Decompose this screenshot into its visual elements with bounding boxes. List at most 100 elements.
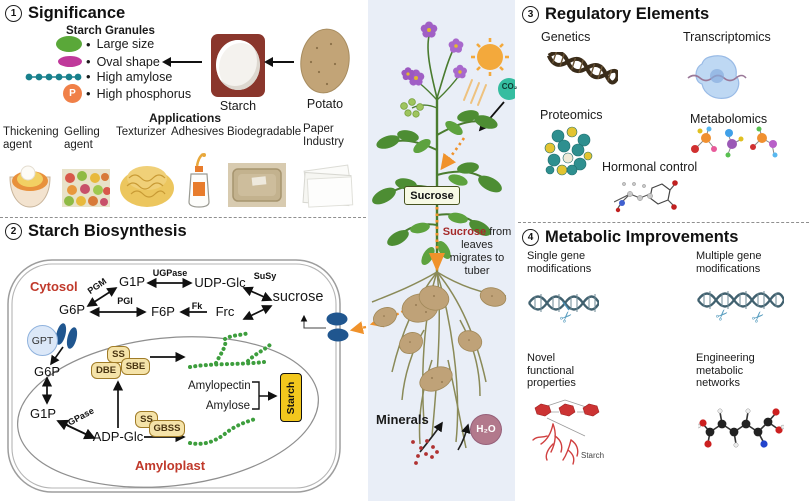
protein-structure-icon	[544, 126, 593, 176]
adp-glc-label: ADP-Glc	[92, 429, 144, 444]
potato-image	[300, 28, 350, 94]
panel-number-4: 4	[522, 229, 539, 246]
starch-granules-title: Starch Granules	[66, 25, 155, 37]
starch-to-granules-arrow	[162, 55, 202, 68]
application-label-paper: Paper Industry	[303, 123, 344, 148]
sun-icon	[463, 38, 509, 106]
potato-tubers	[373, 285, 507, 392]
minerals-label: Minerals	[376, 412, 429, 427]
rna-polymerase-icon	[687, 55, 747, 99]
sbe-enzyme-badge: SBE	[121, 358, 150, 375]
granule-item-large: • Large size	[20, 36, 154, 52]
application-label-texturizer: Texturizer	[116, 126, 166, 138]
gelling-agent-image	[62, 169, 110, 207]
large-granule-icon	[56, 36, 82, 52]
metabolite-molecules-icon	[691, 126, 778, 158]
potato-plant-illustration	[369, 21, 515, 465]
fk-enzyme-label: Fk	[191, 301, 203, 311]
starch-image-label: Starch	[219, 99, 257, 113]
application-label-adhesives: Adhesives	[171, 126, 225, 138]
regulatory-title: 3 Regulatory Elements	[522, 5, 709, 24]
genetics-label: Genetics	[541, 30, 591, 44]
amylose-chain-icon	[188, 417, 257, 446]
significance-title: 1 Significance	[5, 4, 125, 23]
texturizer-image	[120, 166, 174, 207]
amylose-label: Amylose	[205, 400, 250, 412]
left-panel-divider	[0, 217, 366, 218]
sucrose-box: Sucrose	[404, 186, 460, 205]
dbe-enzyme-badge: DBE	[91, 362, 121, 379]
single-gene-label: Single gene modifications	[527, 250, 592, 275]
oval-granule-icon	[58, 56, 82, 67]
sucrose-label: sucrose	[272, 289, 324, 305]
g1p-cytosol-label: G1P	[118, 274, 145, 289]
application-label-thickening: Thickening agent	[3, 126, 59, 151]
biosynthesis-title: 2 Starch Biosynthesis	[5, 222, 187, 241]
gpt-transporter-icon	[55, 323, 78, 349]
co2-circle	[498, 78, 515, 100]
berries-icon	[400, 98, 424, 118]
engineering-networks-label: Engineering metabolic networks	[696, 352, 755, 389]
multiple-gene-label: Multiple gene modifications	[696, 250, 762, 275]
panel-number-1: 1	[5, 5, 22, 22]
paper-industry-image	[302, 164, 354, 208]
granule-item-amylose: • High amylose	[20, 69, 172, 84]
panel-number-3: 3	[522, 6, 539, 23]
mineral-dots	[411, 439, 439, 465]
proteomics-label: Proteomics	[540, 108, 603, 122]
frc-label: Frc	[215, 304, 235, 319]
thickening-agent-image	[9, 165, 51, 208]
starch-product-box: Starch	[280, 373, 302, 422]
application-label-biodegradable: Biodegradable	[227, 126, 302, 138]
dna-helix-icon	[546, 52, 618, 85]
application-label-gelling: Gelling agent	[64, 126, 100, 151]
h2o-circle: H₂O	[470, 414, 502, 445]
gbss-enzyme-badge: GBSS	[149, 420, 185, 437]
amylopectin-chain-icon	[188, 330, 274, 369]
g6p-cytosol-label: G6P	[58, 302, 85, 317]
novel-properties-label: Novel functional properties	[527, 352, 576, 389]
panel-number-2: 2	[5, 223, 22, 240]
potato-to-starch-arrow	[264, 55, 294, 68]
metabolic-title: 4 Metabolic Improvements	[522, 228, 738, 247]
g1p-plastid-label: G1P	[29, 406, 56, 421]
right-panel-divider	[518, 222, 809, 223]
amylopectin-label: Amylopectin	[188, 380, 251, 392]
applications-title: Applications	[148, 111, 221, 125]
tuber-speckles	[383, 295, 493, 383]
g6p-plastid-label: G6P	[33, 364, 60, 379]
transcriptomics-label: Transcriptomics	[683, 30, 771, 44]
adhesives-image	[188, 152, 210, 208]
hormonal-control-label: Hormonal control	[602, 160, 698, 174]
cytosol-label: Cytosol	[30, 279, 78, 294]
cell-membrane-inner	[11, 263, 337, 489]
f6p-label: F6P	[151, 304, 175, 319]
biodegradable-image	[228, 163, 286, 207]
multiple-gene-dna-icon	[697, 291, 784, 309]
granule-item-phosphorus: P • High phosphorus	[20, 84, 191, 103]
granule-item-oval: • Oval shape	[20, 54, 160, 69]
starch-structure-label: Starch	[581, 451, 604, 460]
potato-flowers-icon	[401, 21, 467, 86]
udp-glc-label: UDP-Glc	[194, 275, 246, 290]
susy-enzyme-label: SuSy	[253, 271, 277, 281]
sucrose-transporter-icon	[326, 312, 349, 342]
pgi-enzyme-label: PGI	[117, 296, 133, 306]
engineered-molecule-icon	[698, 408, 784, 448]
hormone-molecule-icon	[614, 180, 678, 213]
migration-highlight: Sucrose	[442, 226, 487, 238]
cell-membrane-outer	[7, 259, 341, 493]
amylose-chain-icon	[25, 73, 82, 80]
starch-bowl-image	[211, 34, 265, 97]
amyloplast-envelope	[17, 336, 319, 488]
amyloplast-label: Amyloplast	[134, 458, 206, 473]
co2-label: CO₂	[501, 82, 518, 91]
single-gene-dna-icon	[528, 294, 599, 312]
uptake-arrows	[419, 421, 471, 453]
ugpase-enzyme-label: UGPase	[152, 268, 188, 278]
potato-image-label: Potato	[306, 97, 344, 111]
metabolomics-label: Metabolomics	[690, 112, 768, 126]
gpt-label: GPT	[27, 325, 58, 356]
phosphorus-icon: P	[63, 84, 82, 103]
